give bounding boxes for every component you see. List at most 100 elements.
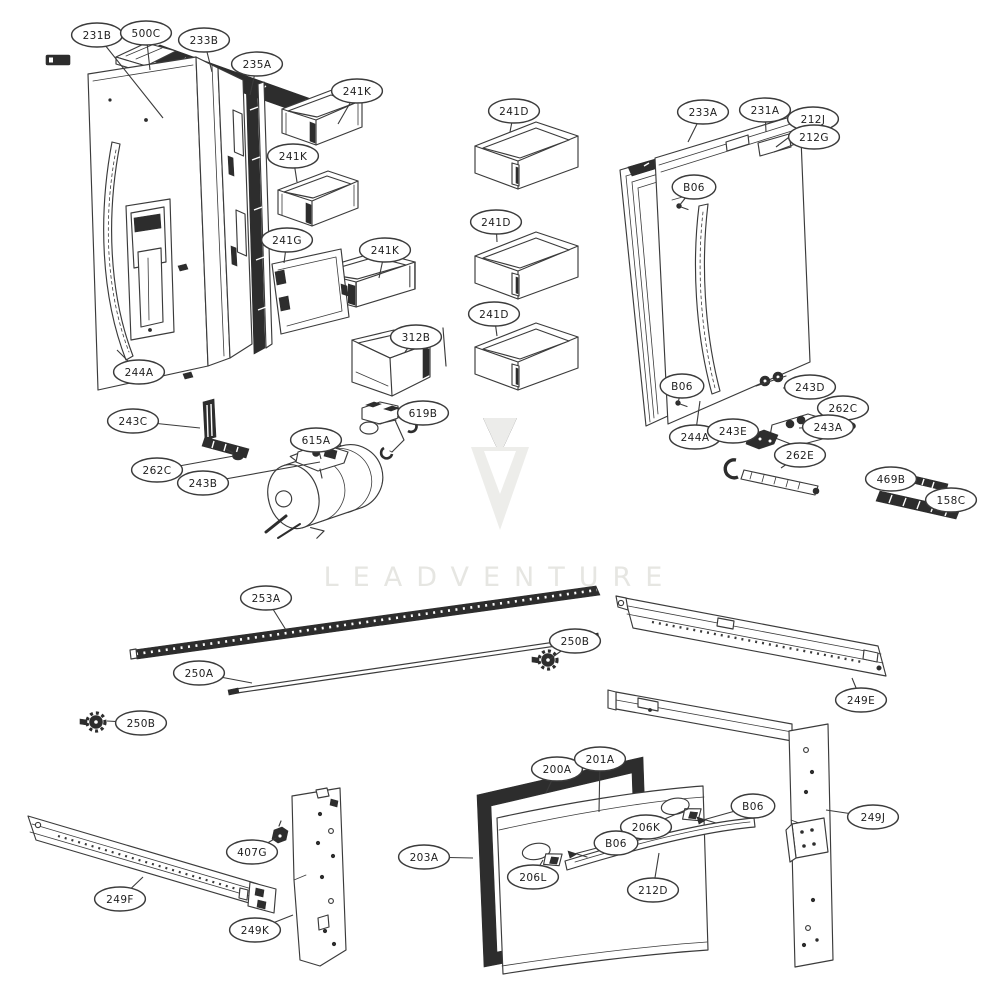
callout-243e[interactable]: 243E [706, 418, 760, 444]
callout-200a[interactable]: 200A [530, 756, 584, 794]
callout-212g[interactable]: 212G [773, 124, 841, 153]
callout-bubble[interactable] [289, 427, 343, 453]
callout-bubble[interactable] [93, 886, 147, 912]
callout-label: 206L [519, 872, 547, 884]
callout-262e[interactable]: 262E [773, 442, 827, 469]
callout-bubble[interactable] [676, 99, 730, 125]
callout-500c[interactable]: 500C [119, 20, 173, 71]
callout-bubble[interactable] [619, 814, 673, 840]
callout-bubble[interactable] [487, 98, 541, 124]
door-bin-drawing [277, 170, 359, 227]
callout-bubble[interactable] [548, 628, 602, 654]
callout-235a[interactable]: 235A [230, 51, 284, 96]
callout-407g[interactable]: 407G [225, 837, 279, 865]
callout-241g[interactable]: 241G [260, 227, 314, 264]
callout-bubble[interactable] [119, 20, 173, 46]
callout-250a[interactable]: 250A [172, 660, 253, 686]
callout-469b[interactable]: 469B [864, 466, 918, 492]
callout-bubble[interactable] [172, 660, 226, 686]
callout-243c[interactable]: 243C [106, 408, 201, 434]
callout-bubble[interactable] [358, 237, 412, 263]
callout-312b[interactable]: 312B [389, 324, 443, 353]
callout-bubble[interactable] [773, 442, 827, 468]
callout-label: 241K [343, 86, 372, 98]
callout-243a[interactable]: 243A [798, 414, 855, 440]
callout-158c[interactable]: 158C [924, 487, 978, 513]
callout-bubble[interactable] [626, 877, 680, 903]
callout-bubble[interactable] [846, 804, 900, 830]
callout-bubble[interactable] [730, 793, 776, 819]
callout-249f[interactable]: 249F [93, 876, 147, 912]
callout-241d[interactable]: 241D [469, 209, 523, 243]
callout-b06[interactable]: B06 [671, 174, 717, 207]
callout-bubble[interactable] [506, 864, 560, 890]
callout-241k[interactable]: 241K [330, 78, 384, 125]
callout-243d[interactable]: 243D [782, 374, 837, 400]
callout-bubble[interactable] [225, 839, 279, 865]
callout-bubble[interactable] [239, 585, 293, 611]
callout-bubble[interactable] [738, 97, 792, 123]
callout-bubble[interactable] [671, 174, 717, 200]
callout-262c[interactable]: 262C [130, 455, 235, 483]
callout-231b[interactable]: 231B [70, 22, 164, 119]
callout-241k[interactable]: 241K [266, 143, 320, 183]
callout-bubble[interactable] [112, 359, 166, 385]
callout-bubble[interactable] [260, 227, 314, 253]
callout-bubble[interactable] [330, 78, 384, 104]
callout-bubble[interactable] [228, 917, 282, 943]
callout-243b[interactable]: 243B [176, 461, 321, 496]
callout-label: B06 [671, 381, 693, 393]
callout-bubble[interactable] [787, 124, 841, 150]
callout-bubble[interactable] [924, 487, 978, 513]
callout-241k[interactable]: 241K [358, 237, 412, 279]
callout-bubble[interactable] [864, 466, 918, 492]
callout-233a[interactable]: 233A [676, 99, 730, 143]
callout-b06[interactable]: B06 [573, 830, 639, 856]
callout-244a[interactable]: 244A [112, 349, 166, 385]
callout-253a[interactable]: 253A [239, 585, 293, 631]
callout-bubble[interactable] [834, 687, 888, 713]
callout-250b[interactable]: 250B [548, 628, 602, 660]
callout-615a[interactable]: 615A [289, 427, 343, 460]
callout-203a[interactable]: 203A [397, 844, 474, 870]
left-door-gasket-drawing [245, 79, 273, 355]
callout-bubble[interactable] [130, 457, 184, 483]
callout-249e[interactable]: 249E [834, 677, 888, 713]
callout-619b[interactable]: 619B [396, 400, 450, 426]
callout-bubble[interactable] [593, 830, 639, 856]
callout-bubble[interactable] [397, 844, 451, 870]
callout-bubble[interactable] [469, 209, 523, 235]
callout-241d[interactable]: 241D [467, 301, 521, 337]
callout-bubble[interactable] [389, 324, 443, 350]
callout-231a[interactable]: 231A [738, 97, 792, 133]
callout-249k[interactable]: 249K [228, 914, 294, 943]
callout-bubble[interactable] [801, 414, 855, 440]
callout-249j[interactable]: 249J [825, 804, 900, 830]
callout-201a[interactable]: 201A [573, 746, 627, 813]
callout-262c[interactable]: 262C [816, 395, 870, 424]
callout-233b[interactable]: 233B [177, 27, 231, 73]
callout-206l[interactable]: 206L [506, 859, 560, 890]
callout-bubble[interactable] [706, 418, 760, 444]
callout-label: 241D [481, 217, 511, 229]
callout-bubble[interactable] [573, 746, 627, 772]
callout-label: B06 [742, 801, 764, 813]
callout-bubble[interactable] [467, 301, 521, 327]
callout-bubble[interactable] [176, 470, 230, 496]
callout-212d[interactable]: 212D [626, 852, 680, 903]
callout-206k[interactable]: 206K [619, 808, 689, 840]
callout-250b[interactable]: 250B [106, 710, 168, 736]
callout-bubble[interactable] [783, 374, 837, 400]
callout-b06[interactable]: B06 [702, 793, 776, 821]
callout-label: 249J [861, 812, 886, 824]
callout-bubble[interactable] [530, 756, 584, 782]
callout-bubble[interactable] [266, 143, 320, 169]
callout-bubble[interactable] [230, 51, 284, 77]
callout-bubble[interactable] [396, 400, 450, 426]
callout-241d[interactable]: 241D [487, 98, 541, 133]
callout-bubble[interactable] [177, 27, 231, 53]
callout-bubble[interactable] [106, 408, 160, 434]
callout-bubble[interactable] [659, 373, 705, 399]
callout-bubble[interactable] [114, 710, 168, 736]
callout-b06[interactable]: B06 [659, 373, 705, 404]
